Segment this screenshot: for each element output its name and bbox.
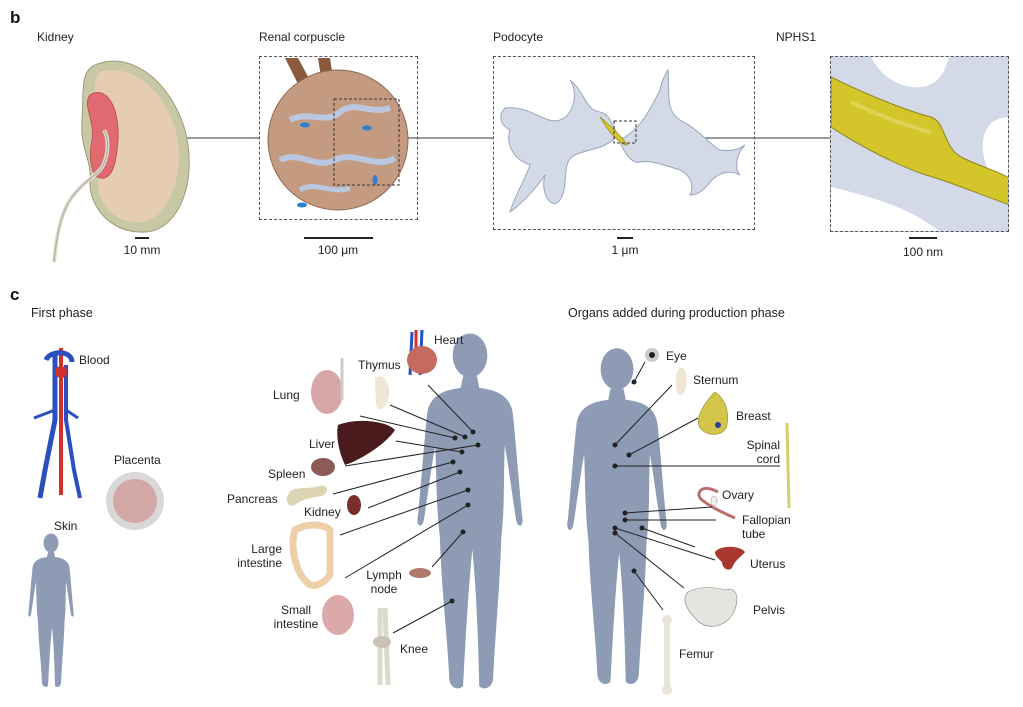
kidney-scalebar — [135, 237, 149, 239]
placenta-label: Placenta — [114, 453, 161, 467]
blood-label: Blood — [79, 353, 110, 367]
kidney-title: Kidney — [37, 30, 74, 44]
large-intestine-label-1: Large — [251, 542, 282, 556]
nphs1-title: NPHS1 — [776, 30, 817, 44]
nphs1-illustration — [831, 57, 1008, 231]
knee-label: Knee — [400, 642, 429, 656]
pancreas-label: Pancreas — [227, 492, 278, 506]
spinal-cord-label-2: cord — [756, 452, 780, 466]
ovary-icon — [710, 495, 718, 507]
first-phase-title: First phase — [31, 306, 93, 320]
sternum-label: Sternum — [693, 373, 739, 387]
thymus-icon — [375, 376, 390, 410]
renal-corpuscle-title: Renal corpuscle — [259, 30, 346, 44]
lymph-node-icon — [409, 568, 431, 578]
nphs1-box — [830, 56, 1009, 232]
panel-c-letter: c — [10, 285, 20, 304]
fallopian-tube-label-2: tube — [742, 527, 766, 541]
production-phase-title: Organs added during production phase — [568, 306, 785, 320]
corpuscle-scalebar — [304, 237, 373, 239]
skin-label: Skin — [54, 519, 78, 533]
thymus-label: Thymus — [358, 358, 401, 372]
small-intestine-label-1: Small — [280, 603, 311, 617]
small-intestine-icon — [322, 595, 354, 635]
corpuscle-scale-label: 100 μm — [317, 243, 359, 257]
podocyte-scale-label: 1 μm — [611, 243, 639, 257]
podocyte-scalebar — [617, 237, 633, 239]
placenta-illustration — [106, 472, 164, 530]
femur-label: Femur — [679, 647, 714, 661]
heart-icon — [407, 346, 437, 374]
uterus-icon — [715, 546, 745, 570]
pelvis-label: Pelvis — [753, 603, 786, 617]
heart-label: Heart — [434, 333, 464, 347]
spinal-cord-icon — [785, 422, 791, 509]
uterus-label: Uterus — [750, 557, 786, 571]
spinal-cord-label-1: Spinal — [746, 438, 780, 452]
pelvis-icon — [684, 587, 738, 627]
kidney-scale-label: 10 mm — [123, 243, 161, 257]
nphs1-scalebar — [909, 237, 937, 239]
lung-icon — [311, 370, 343, 414]
spleen-icon — [311, 458, 335, 476]
nphs1-scale-label: 100 nm — [902, 245, 944, 259]
lymph-node-label-2: node — [370, 582, 398, 596]
ovary-label: Ovary — [722, 488, 755, 502]
fallopian-tube-icon — [697, 486, 736, 520]
spleen-label: Spleen — [268, 467, 306, 481]
eye-label: Eye — [666, 349, 687, 363]
liver-icon — [337, 420, 395, 465]
liver-label: Liver — [309, 437, 336, 451]
podocyte-title: Podocyte — [493, 30, 544, 44]
renal-corpuscle-box — [259, 56, 418, 220]
large-intestine-label-2: intestine — [237, 556, 282, 570]
sternum-icon — [675, 367, 687, 396]
fallopian-tube-label-1: Fallopian — [742, 513, 791, 527]
kidney-organ-label: Kidney — [304, 505, 341, 519]
breast-label: Breast — [736, 409, 771, 423]
lung-label: Lung — [273, 388, 300, 402]
panel-b-letter: b — [10, 8, 21, 27]
lymph-node-label-1: Lymph — [366, 568, 402, 582]
kidney-icon — [347, 495, 361, 515]
podocyte-box — [493, 56, 755, 230]
small-intestine-label-2: intestine — [273, 617, 319, 631]
pancreas-icon — [286, 485, 328, 506]
large-intestine-icon — [289, 521, 334, 589]
